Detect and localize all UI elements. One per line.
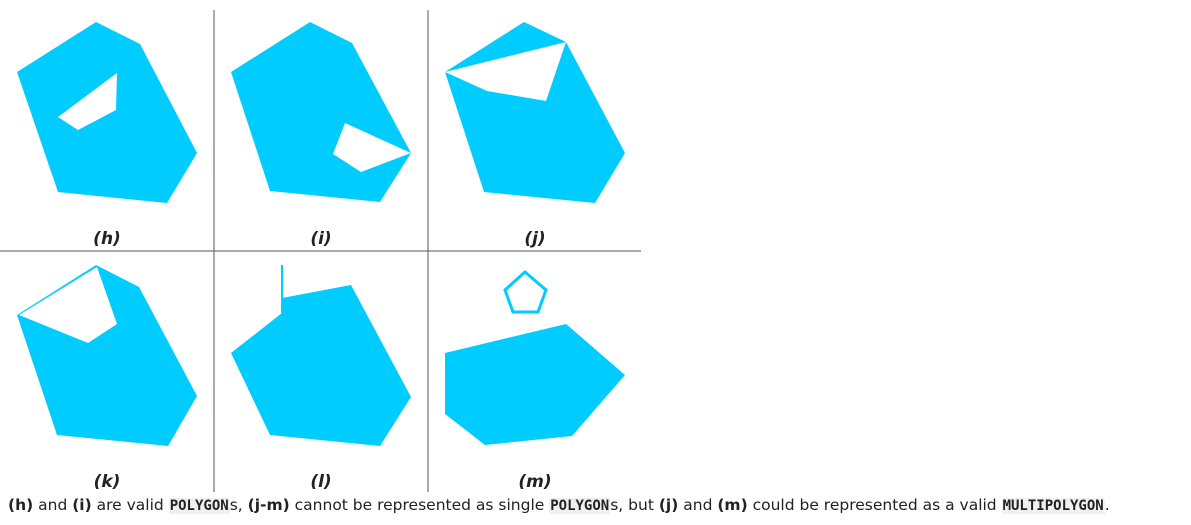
caption-text-could: could be represented as a valid: [747, 496, 1002, 514]
caption-text-s2: s, but: [610, 496, 659, 514]
panel-m: (m): [445, 270, 625, 492]
caption-text-and-1: and: [33, 496, 73, 514]
polygon-l: [231, 285, 411, 446]
panel-k: (k): [17, 265, 197, 492]
polygon-m: [445, 324, 625, 445]
panel-label-m: (m): [518, 472, 551, 492]
polygon-h-with-hole: [17, 22, 197, 203]
caption-text-and-2: and: [678, 496, 718, 514]
figure-caption: (h) and (i) are valid POLYGONs, (j-m) ca…: [8, 496, 1110, 514]
caption-code-polygon-2: POLYGON: [549, 498, 611, 514]
caption-ref-i: (i): [72, 496, 92, 514]
caption-text-s1: s,: [229, 496, 248, 514]
caption-ref-m: (m): [717, 496, 748, 514]
polygon-validity-figure: (h) (i) (j) (k) (l) (m): [0, 10, 641, 492]
caption-text-valid: are valid: [91, 496, 169, 514]
caption-text-end: .: [1104, 496, 1110, 514]
polygon-j-with-splitting-hole: [445, 22, 625, 203]
polygon-i-with-touching-hole: [231, 22, 411, 202]
caption-ref-jm: (j-m): [247, 496, 290, 514]
panel-label-h: (h): [93, 229, 121, 249]
panel-label-i: (i): [310, 229, 331, 249]
panel-label-j: (j): [524, 229, 545, 249]
caption-ref-j: (j): [658, 496, 679, 514]
caption-code-polygon-1: POLYGON: [168, 498, 230, 514]
caption-text-cannot: cannot be represented as single: [289, 496, 550, 514]
panel-j: (j): [445, 22, 625, 249]
caption-ref-h: (h): [8, 496, 34, 514]
panel-label-k: (k): [94, 472, 121, 492]
pentagon-outline: [503, 270, 548, 314]
panel-h: (h): [17, 22, 197, 249]
panel-label-l: (l): [310, 472, 331, 492]
polygon-k-with-edge-hole: [17, 265, 197, 446]
caption-code-multipolygon: MULTIPOLYGON: [1001, 498, 1105, 514]
panel-l: (l): [231, 265, 411, 492]
panel-i: (i): [231, 22, 411, 249]
